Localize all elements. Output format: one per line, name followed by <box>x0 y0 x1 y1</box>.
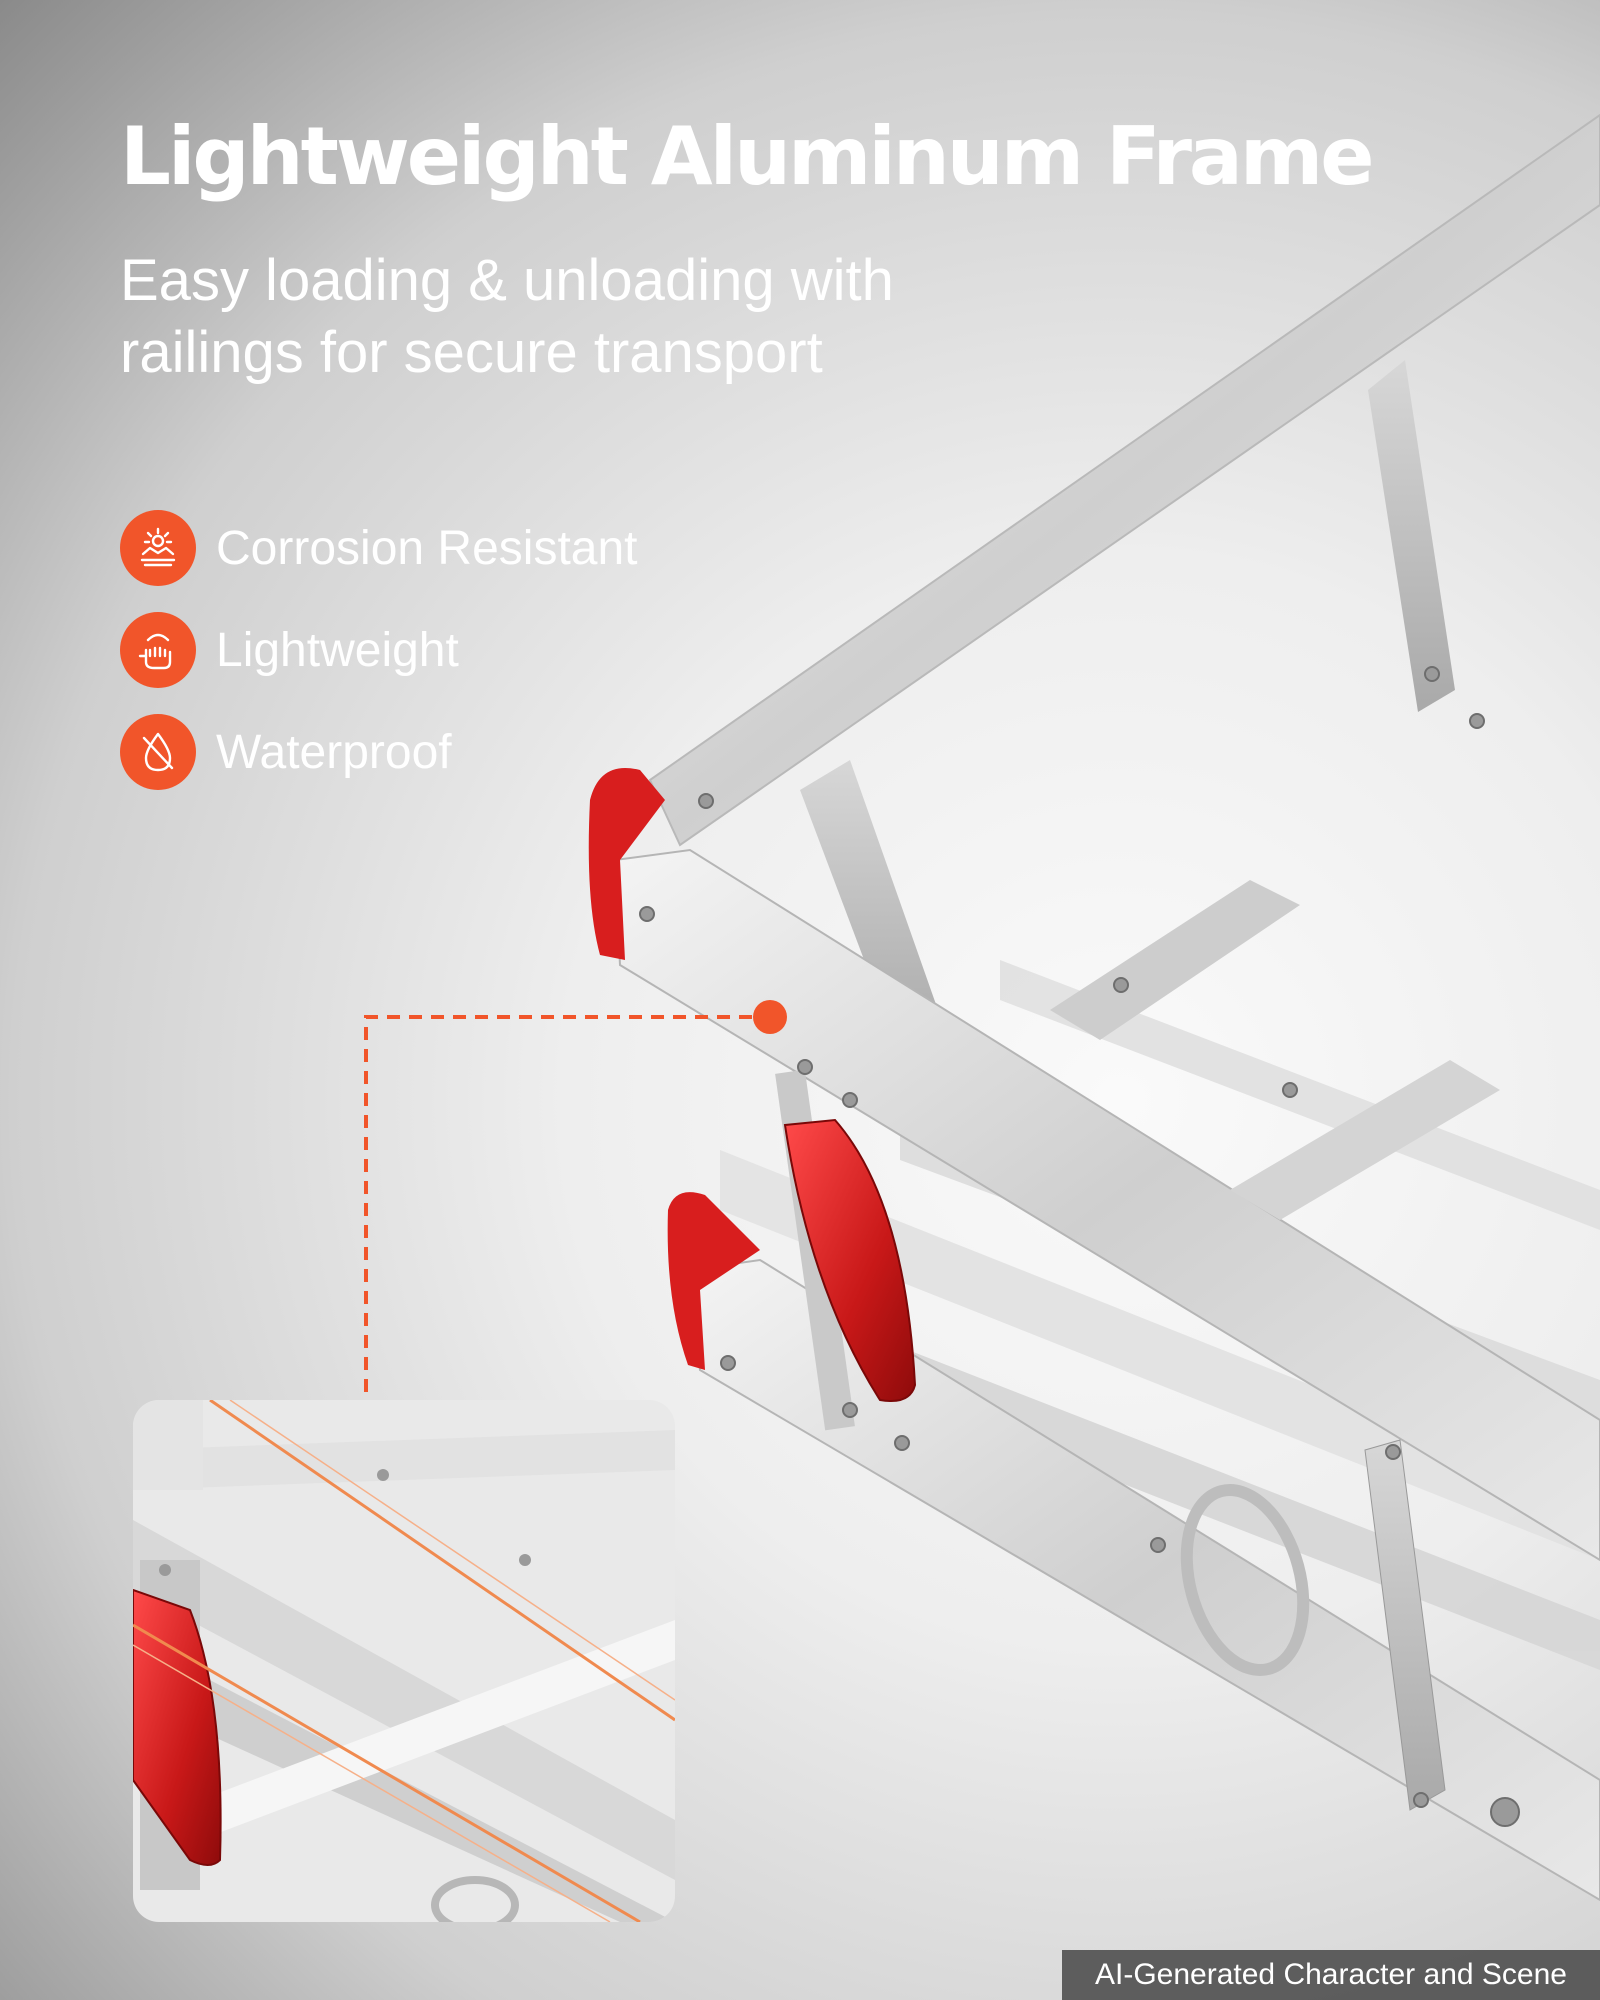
water-drop-icon <box>120 714 196 790</box>
callout-dot <box>753 1000 787 1034</box>
feature-label: Lightweight <box>216 623 459 677</box>
feature-label: Corrosion Resistant <box>216 521 638 575</box>
feature-label: Waterproof <box>216 725 452 779</box>
cross-member <box>1050 880 1300 1040</box>
feature-lightweight: Lightweight <box>120 612 638 688</box>
corner-cap <box>588 768 665 960</box>
ai-generated-disclaimer: AI-Generated Character and Scene <box>1062 1950 1600 2000</box>
feature-waterproof: Waterproof <box>120 714 638 790</box>
corner-cap <box>667 1192 760 1370</box>
subtitle-line: railings for secure transport <box>120 320 823 385</box>
side-post <box>1364 1439 1446 1811</box>
zoom-inset <box>133 1400 675 1922</box>
feature-corrosion-resistant: Corrosion Resistant <box>120 510 638 586</box>
rail-post <box>800 760 945 1055</box>
reflector <box>783 1118 917 1402</box>
tie-down-ring <box>1180 1484 1310 1676</box>
subtitle-line: Easy loading & unloading with <box>120 248 894 313</box>
cross-member <box>1230 1060 1500 1220</box>
feature-list: Corrosion Resistant Lightweight <box>120 510 638 816</box>
rail-post <box>1368 360 1455 712</box>
top-rail <box>648 113 1600 847</box>
subtitle: Easy loading & unloading with railings f… <box>120 245 1020 389</box>
page-title: Lightweight Aluminum Frame <box>120 110 1375 203</box>
hand-holding-icon <box>120 612 196 688</box>
bolts <box>639 666 1520 1827</box>
callout-leader-line <box>364 1015 752 1400</box>
corrosion-shield-icon <box>120 510 196 586</box>
